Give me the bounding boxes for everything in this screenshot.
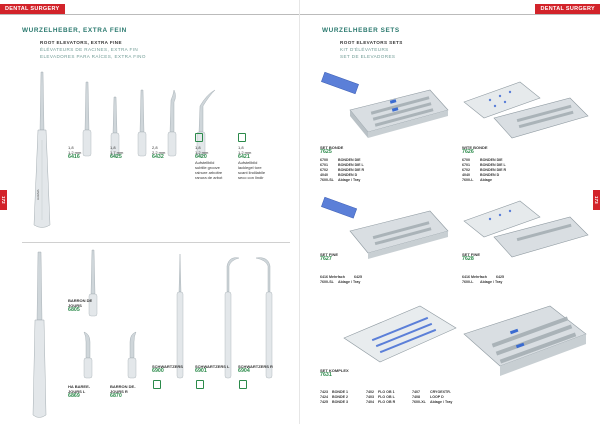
schwartzer-6904-image	[255, 257, 273, 379]
tip-left-icon	[196, 380, 204, 389]
header-tag: DENTAL SURGERY	[535, 4, 600, 14]
barron-elevator-6805-image	[88, 249, 98, 317]
page-number: 172	[0, 190, 7, 210]
schwartzer-6901-image	[224, 257, 240, 379]
curve-right-icon	[238, 133, 246, 142]
tray-set-7631-lid-image	[343, 305, 457, 363]
barron-elevator-6869-image	[83, 331, 93, 379]
tip-right-icon	[239, 380, 247, 389]
elevator-6432-image	[137, 89, 147, 157]
barron-elevator-6870-image	[127, 331, 137, 379]
tip-icon	[153, 380, 161, 389]
spec-6805: BARRON DE JOURS 6805	[68, 298, 93, 313]
header-rule	[300, 14, 600, 15]
elevator-6420-image	[167, 89, 177, 157]
set-7628-label: SET FINE 7628	[462, 252, 481, 262]
subtitle-es: SET DE ELEVADORES	[340, 54, 396, 59]
subtitle-en: ROOT ELEVATORS, EXTRA FINE	[40, 40, 122, 45]
curve-left-icon	[195, 133, 203, 142]
tray-set-7628-image	[463, 200, 589, 258]
tray-set-7627-image	[321, 196, 449, 259]
spec-6421: 1,8 1,2 mm 6421 Aufstellbild lacklegel t…	[238, 145, 266, 180]
spec-6869: HA BAREE- JOURS L 6869	[68, 384, 91, 399]
svg-text:HAEMA: HAEMA	[36, 189, 40, 200]
section-divider	[22, 242, 290, 243]
tray-set-7626-image	[463, 81, 589, 139]
barron-elevator-large-image	[32, 251, 47, 418]
section-title: WURZELHEBER SETS	[322, 27, 400, 34]
elevator-6416-image	[82, 81, 92, 157]
header-tag: DENTAL SURGERY	[0, 4, 65, 14]
subtitle-fr: KIT D'ÉLÉVATEURS	[340, 47, 389, 52]
spec-6432: 2,8 2,2 mm 6432	[152, 145, 166, 160]
schwartzer-6900-image	[176, 253, 184, 379]
page-number: 173	[593, 190, 600, 210]
spec-6416: 1,8 1,2 mm 6416	[68, 145, 82, 160]
right-page: DENTAL SURGERY WURZELHEBER SETS ROOT ELE…	[300, 0, 600, 424]
subtitle-es: ELEVADORES PARA RAÍCES, EXTRA FINO	[40, 54, 146, 59]
spec-6420: 1,8 1,2 mm 6420 Aufstellbild subtile gro…	[195, 145, 223, 180]
set-7627-label: SET FINE 7627	[320, 252, 339, 262]
elevator-6421-image	[196, 89, 216, 157]
spec-6901: SCHWARTZERS L 6901	[195, 364, 230, 374]
elevator-6425-image	[110, 96, 120, 157]
set-7626-label: WITE BONDE 7626	[462, 145, 488, 155]
subtitle-fr: ÉLÉVATEURS DE RACINES, EXTRA FIN	[40, 47, 139, 52]
root-elevator-large-image: HAEMA	[33, 71, 51, 228]
section-title: WURZELHEBER, EXTRA FEIN	[22, 27, 127, 34]
subtitle-en: ROOT ELEVATORS SETS	[340, 40, 403, 45]
set-7625-label: SET BONDE 7625	[320, 145, 344, 155]
header-rule	[0, 14, 300, 15]
subtitles: ROOT ELEVATORS, EXTRA FINE ÉLÉVATEURS DE…	[40, 39, 146, 60]
tray-set-7631-image	[463, 305, 587, 376]
spec-6904: SCHWARTZERS R 6904	[238, 364, 273, 374]
tray-set-7625-image	[321, 71, 449, 138]
spec-6900: SCHWARTZERS 6900	[152, 364, 183, 374]
set-7631-label: SET KOMPLEX 7631	[320, 368, 349, 378]
spec-6425: 1,8 1,7 mm 6425	[110, 145, 124, 160]
spec-6870: BARRON DE- JOURS R 6870	[110, 384, 136, 399]
left-page: DENTAL SURGERY WURZELHEBER, EXTRA FEIN R…	[0, 4, 300, 418]
subtitles: ROOT ELEVATORS SETS KIT D'ÉLÉVATEURS SET…	[340, 39, 403, 60]
